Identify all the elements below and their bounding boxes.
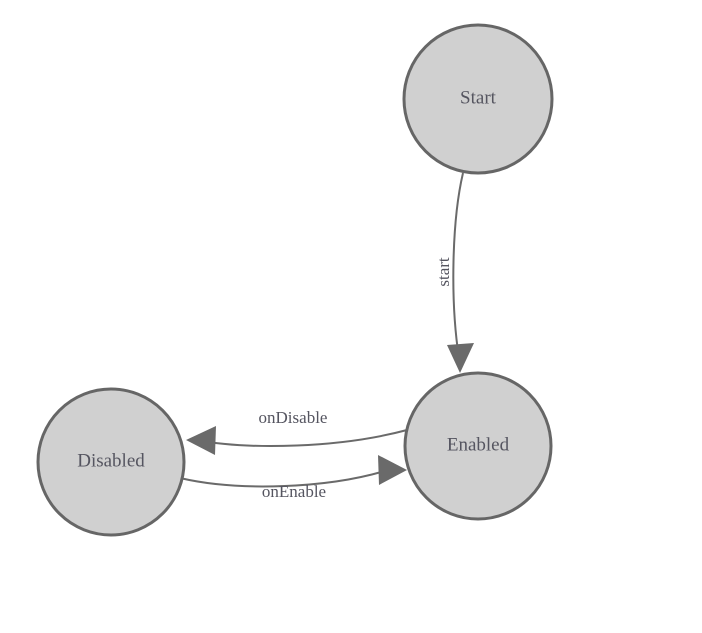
state-node-disabled[interactable]: Disabled xyxy=(36,387,186,537)
state-node-disabled-label: Disabled xyxy=(77,450,145,471)
edge-disabled-to-enabled[interactable]: onEnable xyxy=(179,455,407,501)
arrowhead-start-to-enabled xyxy=(447,343,474,373)
state-node-start-label: Start xyxy=(460,87,497,108)
edge-path-start-to-enabled xyxy=(452,172,464,359)
edge-label-start: start xyxy=(434,257,453,287)
edge-start-to-enabled[interactable]: start xyxy=(434,172,474,373)
state-node-enabled-circle xyxy=(403,371,553,521)
edge-label-on-disable: onDisable xyxy=(259,408,328,427)
state-node-enabled[interactable]: Enabled xyxy=(403,371,553,521)
edge-path-disabled-to-enabled xyxy=(179,469,389,488)
edge-label-on-enable: onEnable xyxy=(262,482,326,501)
arrowhead-enabled-to-disabled xyxy=(186,426,216,455)
state-node-start[interactable]: Start xyxy=(402,23,554,175)
edge-enabled-to-disabled[interactable]: onDisable xyxy=(186,408,408,455)
arrowhead-disabled-to-enabled xyxy=(378,455,407,485)
state-node-enabled-label: Enabled xyxy=(447,434,510,455)
state-node-disabled-circle xyxy=(36,387,186,537)
state-node-start-circle xyxy=(402,23,554,175)
edge-path-enabled-to-disabled xyxy=(195,429,408,447)
